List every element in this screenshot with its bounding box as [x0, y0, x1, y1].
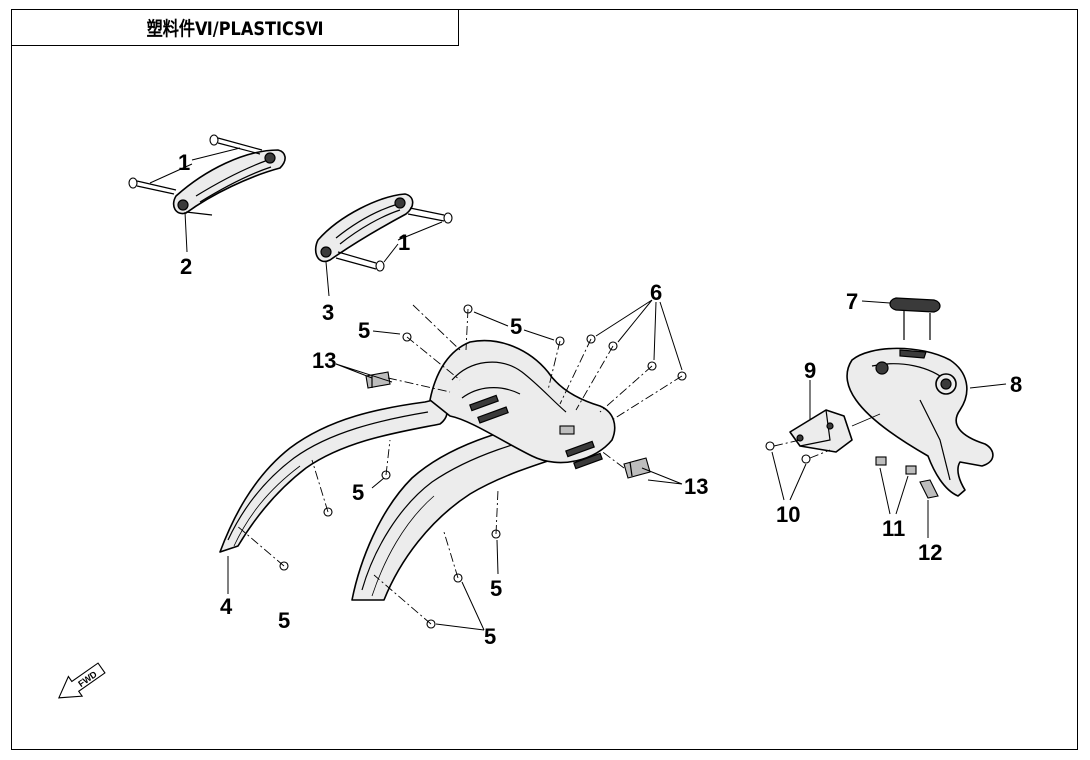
callout-6: 6: [650, 280, 662, 305]
callout-11: 11: [882, 516, 905, 541]
license-bracket: [846, 347, 994, 497]
grab-handle-right: [314, 193, 414, 263]
pad-12: [919, 479, 939, 499]
callout-1a: 1: [178, 150, 190, 175]
bolt-1b: [128, 177, 177, 195]
page-title: 塑料件Ⅵ/PLASTICSⅥ: [146, 18, 324, 40]
callout-5e: 5: [490, 576, 502, 601]
callout-1b: 1: [398, 230, 410, 255]
callout-5c: 5: [352, 480, 364, 505]
nuts-11: [875, 456, 917, 475]
callout-13a: 13: [312, 348, 336, 373]
bracket-9: [789, 409, 881, 453]
callout-3: 3: [322, 300, 334, 325]
reflector: [889, 297, 941, 340]
callout-10: 10: [776, 502, 800, 527]
bolt-1a: [209, 134, 263, 155]
screws-6: [586, 334, 687, 381]
screws-10: [765, 439, 831, 464]
rear-fender-hub: [429, 339, 616, 470]
callout-12: 12: [918, 540, 942, 565]
callout-5a: 5: [358, 318, 370, 343]
callout-5b: 5: [510, 314, 522, 339]
callout-7: 7: [846, 289, 858, 314]
callout-numbers: 1 2 1 3 5 5 6 13 13 5 4 5 5 5 7 8 9 10 1…: [178, 150, 1022, 649]
leaders: [149, 147, 1007, 631]
bolt-1d: [335, 251, 385, 272]
title-block: 塑料件Ⅵ/PLASTICSⅥ: [11, 9, 459, 46]
callout-9: 9: [804, 358, 816, 383]
assembly-lines: [235, 304, 683, 625]
clip-13b: [623, 457, 651, 479]
callout-2: 2: [180, 254, 192, 279]
grab-handle-left: [172, 149, 286, 216]
drawing-frame: [11, 9, 1078, 750]
fwd-arrow-icon: FWD: [58, 662, 106, 699]
callout-13b: 13: [684, 474, 708, 499]
callout-5d: 5: [278, 608, 290, 633]
bolt-1c: [407, 207, 453, 224]
callout-8: 8: [1010, 372, 1022, 397]
callout-5f: 5: [484, 624, 496, 649]
callout-4: 4: [220, 594, 233, 619]
